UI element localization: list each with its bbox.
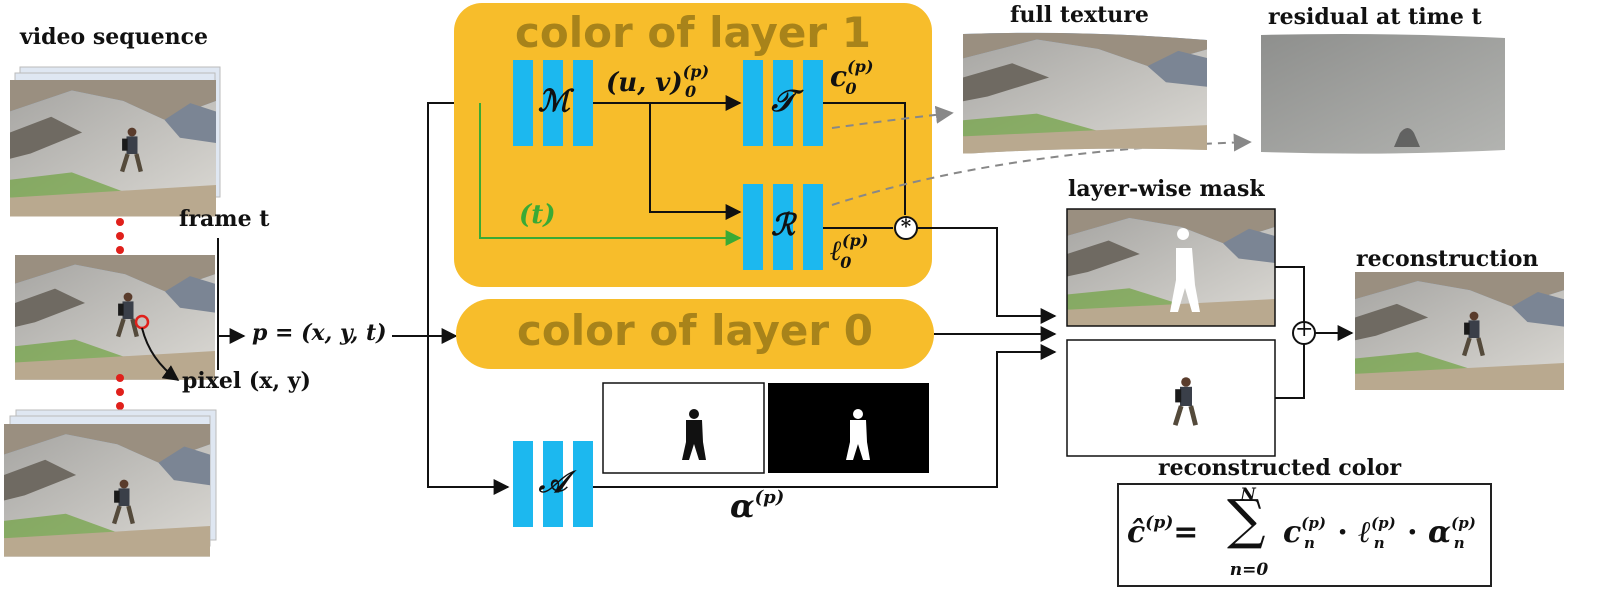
residual-image (1261, 34, 1505, 154)
c-to-multiply-line (823, 102, 906, 215)
label-residual: residual at time t (1268, 4, 1482, 30)
symbol-l-sup: (p) (841, 231, 869, 250)
mapping-label: ℳ (538, 84, 571, 119)
symbol-c-main: c (830, 60, 848, 93)
symbol-c-sub: 0 (845, 79, 857, 98)
label-frame-t: frame t (179, 206, 270, 232)
residual-to-residual-image-dashed (831, 133, 1252, 206)
texture-label: 𝒯 (771, 84, 795, 119)
formula-dot1: · (1337, 515, 1348, 550)
layer0-title: color of layer 0 (517, 306, 873, 355)
alpha-to-output-arrow (593, 344, 1057, 488)
dots-bottom (116, 374, 124, 410)
formula-c-sub: n (1303, 534, 1315, 552)
dots-top (116, 218, 124, 254)
label-layer-wise-mask: layer-wise mask (1068, 176, 1265, 202)
label-reconstructed-color: reconstructed color (1158, 455, 1402, 481)
formula-eq: = (1173, 515, 1199, 550)
alpha-net-label: 𝒜 (538, 465, 568, 500)
symbol-uv-sup: (p) (682, 62, 710, 81)
formula-box: ĉ(p)= N ∑ n=0 c(p)n · ℓ(p)n · α(p)n (1117, 483, 1492, 587)
alpha-image-black (768, 383, 929, 473)
video-frame-t (15, 255, 215, 380)
symbol-l: ℓ(p) 0 (830, 231, 879, 272)
formula-dot2: · (1407, 515, 1418, 550)
full-texture-image (963, 32, 1207, 154)
multiply-symbol: * (900, 214, 912, 238)
formula-lhs-sup: (p) (1145, 513, 1174, 533)
texture-network (743, 60, 823, 146)
formula-sum-top: N (1240, 485, 1256, 505)
uv-to-residual-arrow (649, 103, 742, 220)
layer0-box (456, 299, 934, 369)
symbol-uv-sub: 0 (685, 82, 697, 101)
formula-c: c (1283, 515, 1302, 550)
layer1-to-mask-arrow (917, 227, 1057, 324)
label-reconstruction: reconstruction (1356, 246, 1539, 272)
formula-lhs: ĉ(p)= (1127, 513, 1199, 550)
label-full-texture: full texture (1010, 2, 1149, 28)
mask-image-fg-only (1066, 339, 1276, 457)
formula-a: α (1428, 515, 1452, 550)
formula-terms: c(p)n · ℓ(p)n · α(p)n (1283, 514, 1487, 552)
symbol-alpha-main: α (730, 487, 755, 525)
symbol-alpha: α(p) (730, 487, 784, 525)
mapping-network (513, 60, 593, 146)
symbol-l-main: ℓ (830, 234, 842, 267)
plus-symbol: + (1295, 317, 1314, 342)
mask-image-fg-removed (1066, 208, 1276, 327)
video-frames-bottom (4, 409, 217, 557)
formula-lhs-main: ĉ (1127, 515, 1146, 550)
label-p-eq: p = (x, y, t) (252, 320, 387, 346)
video-frames-top (10, 66, 221, 217)
formula-a-sub: n (1453, 534, 1465, 552)
alpha-image-white (602, 382, 765, 474)
residual-network (743, 184, 823, 270)
symbol-l-sub: 0 (840, 253, 852, 272)
formula-l-sub: n (1373, 534, 1385, 552)
formula-l-sup: (p) (1371, 514, 1396, 532)
symbol-uv-main: (u, v) (606, 68, 683, 98)
formula-a-sup: (p) (1451, 514, 1476, 532)
formula-l: ℓ (1358, 515, 1372, 550)
formula-sum-bottom: n=0 (1229, 560, 1269, 580)
label-video-sequence: video sequence (20, 24, 208, 50)
mask-top-to-plus-line (1275, 266, 1305, 322)
formula-sum-sign: ∑ (1227, 488, 1266, 551)
texture-to-full-texture-dashed (831, 105, 954, 129)
p-to-alpha-arrow (427, 336, 510, 495)
symbol-t-input: (t) (519, 200, 556, 230)
mask-bottom-to-plus-line (1275, 344, 1305, 399)
alpha-network (513, 441, 593, 527)
formula-c-sup: (p) (1301, 514, 1326, 532)
symbol-c: c(p) 0 (830, 57, 885, 98)
pixel-arrow (141, 327, 180, 381)
label-pixel-xy: pixel (x, y) (182, 368, 311, 394)
layer1-title: color of layer 1 (515, 8, 871, 57)
symbol-uv: (u, v)(p)0 (606, 62, 720, 101)
symbol-alpha-sup: (p) (754, 487, 785, 508)
reconstruction-image (1355, 272, 1564, 390)
symbol-c-sup: (p) (847, 57, 874, 76)
residual-label: ℛ (771, 208, 795, 243)
t-to-residual-arrow (479, 103, 742, 246)
